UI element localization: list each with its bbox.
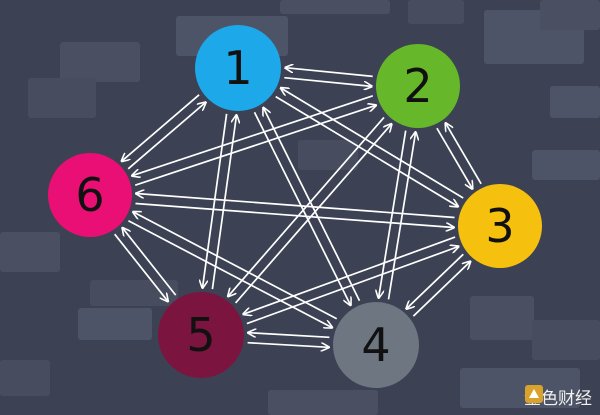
arrow-5-to-6 (123, 228, 177, 296)
background-rect (460, 368, 580, 408)
node-3: 3 (458, 184, 542, 268)
background-rect (550, 86, 600, 118)
node-4-circle (333, 302, 419, 388)
background-rect (28, 78, 96, 118)
arrow-6-to-3 (135, 202, 454, 228)
background-rect (298, 140, 358, 170)
arrow-2-to-3 (436, 127, 473, 189)
background-rect (532, 320, 600, 360)
arrow-5-to-4 (247, 341, 329, 348)
edges (114, 68, 482, 348)
gold-logo-icon (525, 385, 543, 403)
node-2-label: 2 (403, 59, 432, 113)
background-rect (280, 0, 390, 14)
arrow-5-to-2 (234, 124, 392, 304)
arrow-5-to-1 (211, 115, 236, 290)
node-5-circle (158, 292, 244, 378)
background-rect (268, 390, 378, 415)
background-rect (540, 0, 600, 30)
arrow-2-to-1 (285, 68, 373, 78)
node-2-circle (376, 44, 460, 128)
node-4-label: 4 (361, 318, 390, 372)
arrow-1-to-2 (284, 76, 371, 87)
arrow-1-to-4 (253, 111, 351, 305)
node-6-circle (48, 153, 132, 237)
node-5: 5 (158, 292, 244, 378)
arrow-6-to-4 (128, 220, 332, 328)
arrow-6-to-5 (114, 233, 168, 301)
background-rect (408, 0, 464, 24)
background-rect (532, 150, 600, 180)
arrow-4-to-3 (412, 262, 470, 317)
arrow-3-to-6 (136, 194, 455, 219)
background-rect (0, 360, 50, 396)
background-rect (90, 280, 178, 306)
node-2: 2 (376, 44, 460, 128)
arrow-4-to-5 (248, 333, 330, 339)
arrow-4-to-1 (263, 108, 361, 302)
background-rect (470, 296, 534, 340)
arrow-2-to-6 (132, 94, 374, 176)
node-1: 1 (195, 25, 281, 111)
node-1-label: 1 (223, 41, 252, 95)
arrow-5-to-3 (246, 247, 459, 325)
arrow-6-to-1 (127, 102, 205, 170)
arrow-1-to-6 (122, 94, 200, 161)
nodes: 1 2 3 4 5 6 (48, 25, 542, 388)
node-1-circle (195, 25, 281, 111)
arrow-3-to-1 (281, 88, 464, 199)
background-rect (0, 232, 60, 272)
node-3-label: 3 (485, 199, 514, 253)
arrow-4-to-2 (387, 132, 416, 300)
node-4: 4 (333, 302, 419, 388)
arrow-4-to-6 (133, 212, 338, 320)
arrow-3-to-2 (446, 123, 482, 185)
watermark: 金色财经 (524, 384, 592, 409)
node-6: 6 (48, 153, 132, 237)
arrow-2-to-4 (379, 130, 407, 298)
node-3-circle (458, 184, 542, 268)
arrow-3-to-4 (406, 253, 464, 309)
node-6-label: 6 (75, 168, 104, 222)
arrow-6-to-2 (134, 105, 376, 187)
arrow-3-to-5 (243, 236, 456, 314)
node-5-label: 5 (186, 308, 215, 362)
background-rect (78, 308, 152, 340)
background-rect (60, 42, 140, 82)
arrow-1-to-5 (203, 113, 228, 288)
